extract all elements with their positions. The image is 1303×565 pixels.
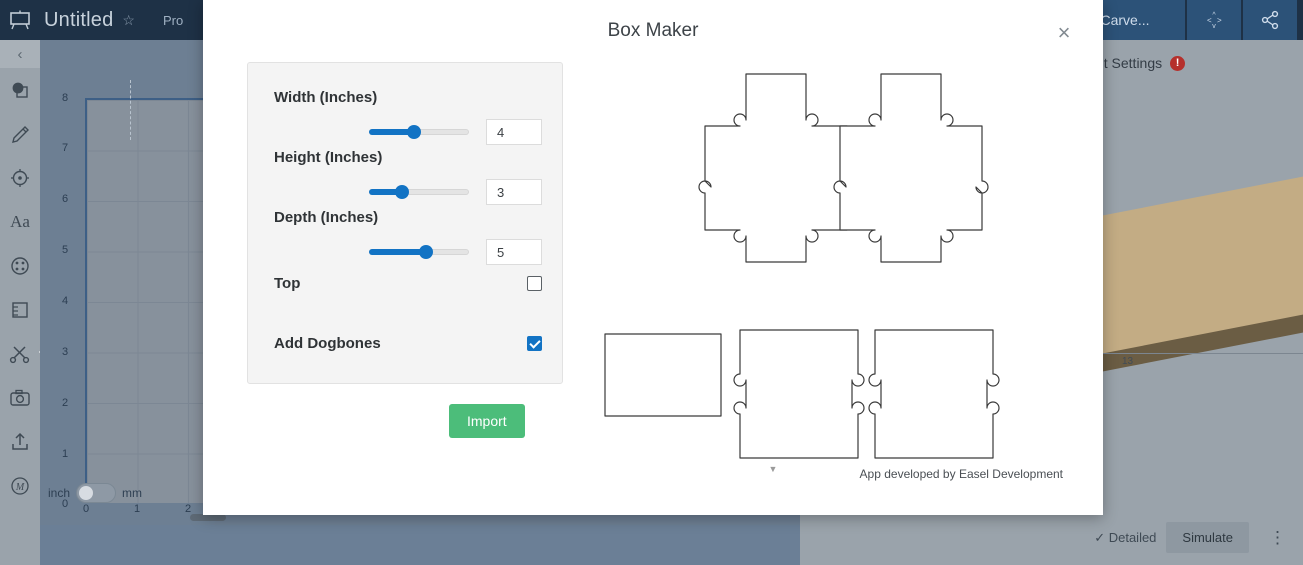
box-parts-preview bbox=[583, 62, 1083, 462]
i-panel-left bbox=[733, 329, 865, 459]
target-icon[interactable] bbox=[0, 156, 40, 200]
depth-slider[interactable] bbox=[369, 242, 469, 262]
vertical-ruler: 8 7 6 5 4 3 2 1 0 bbox=[40, 40, 80, 525]
ruler-icon[interactable] bbox=[0, 288, 40, 332]
alert-icon: ! bbox=[1170, 55, 1186, 71]
unit-switch[interactable] bbox=[76, 483, 117, 503]
app-credit: App developed by Easel Development bbox=[859, 467, 1063, 481]
share-icon[interactable] bbox=[1243, 0, 1297, 40]
collapse-rail-icon[interactable]: ‹ bbox=[0, 40, 40, 68]
width-input[interactable]: 4 bbox=[486, 119, 542, 145]
ruler-tick: 6 bbox=[62, 193, 69, 205]
import-upload-icon[interactable] bbox=[0, 420, 40, 464]
cut-settings-label: Cut Settings bbox=[1085, 55, 1163, 71]
preview-bottom-bar: ✓ Detailed Simulate ⋮ bbox=[800, 510, 1303, 565]
checkbox-row-dogbones[interactable]: Add Dogbones bbox=[274, 335, 542, 352]
plain-rectangle-panel bbox=[604, 333, 722, 417]
svg-text:v: v bbox=[1212, 23, 1216, 30]
shapes-icon[interactable] bbox=[0, 68, 40, 112]
scroll-down-icon[interactable]: ▼ bbox=[768, 464, 778, 474]
import-button[interactable]: Import bbox=[449, 404, 525, 438]
unit-label-mm: mm bbox=[122, 486, 143, 500]
settings-panel: Width (Inches) 4 Height (Inches) 3 bbox=[247, 62, 563, 384]
ruler-tick: 1 bbox=[134, 503, 141, 515]
checkbox-label: Top bbox=[274, 275, 301, 292]
detailed-toggle[interactable]: ✓ Detailed bbox=[1094, 530, 1156, 546]
cross-panel-right bbox=[833, 73, 989, 263]
checkbox-label: Add Dogbones bbox=[274, 335, 381, 352]
guide-line bbox=[130, 80, 131, 140]
top-checkbox[interactable] bbox=[527, 276, 542, 291]
svg-text:<: < bbox=[1207, 16, 1212, 25]
modal-title: Box Maker bbox=[607, 20, 699, 41]
ruler-tick: 7 bbox=[62, 142, 69, 154]
project-menu[interactable]: Pro bbox=[162, 12, 184, 28]
field-width: Width (Inches) 4 bbox=[274, 89, 542, 145]
material-board bbox=[1100, 173, 1303, 372]
field-label: Width (Inches) bbox=[274, 89, 378, 106]
field-label: Depth (Inches) bbox=[274, 209, 379, 226]
height-slider[interactable] bbox=[369, 182, 469, 202]
field-height: Height (Inches) 3 bbox=[274, 149, 542, 205]
ruler-tick: 1 bbox=[62, 448, 69, 460]
checkbox-row-top[interactable]: Top bbox=[274, 275, 542, 292]
ruler-tick: 8 bbox=[62, 92, 69, 104]
field-label: Height (Inches) bbox=[274, 149, 383, 166]
svg-text:^: ^ bbox=[1212, 12, 1216, 19]
easel-logo-icon[interactable] bbox=[0, 0, 40, 40]
box-maker-modal: Box Maker × Width (Inches) 4 Height (Inc… bbox=[203, 0, 1103, 515]
width-slider[interactable] bbox=[369, 122, 469, 142]
camera-icon[interactable] bbox=[0, 376, 40, 420]
star-icon[interactable]: ☆ bbox=[122, 11, 135, 28]
machine-icon[interactable]: M bbox=[0, 464, 40, 508]
depth-input[interactable]: 5 bbox=[486, 239, 542, 265]
switch-knob bbox=[79, 486, 94, 500]
add-dogbones-checkbox[interactable] bbox=[527, 336, 542, 351]
slider-thumb[interactable] bbox=[419, 245, 433, 259]
cut-settings-tab[interactable]: Cut Settings ! bbox=[968, 40, 1303, 86]
slider-fill bbox=[369, 189, 402, 195]
pen-tool-icon[interactable] bbox=[0, 112, 40, 156]
svg-text:M: M bbox=[15, 482, 25, 493]
check-icon: ✓ bbox=[1094, 529, 1106, 545]
apps-scissors-icon[interactable] bbox=[0, 332, 40, 376]
slider-thumb[interactable] bbox=[395, 185, 409, 199]
svg-text:>: > bbox=[1217, 16, 1222, 25]
ruler-tick: 0 bbox=[62, 498, 69, 510]
slider-thumb[interactable] bbox=[407, 125, 421, 139]
fullscreen-icon[interactable]: ^ < > v bbox=[1187, 0, 1241, 40]
ruler-tick: 4 bbox=[62, 295, 69, 307]
unit-toggle[interactable]: inch mm bbox=[48, 483, 142, 503]
i-panel-right bbox=[868, 329, 1000, 459]
left-tool-rail: ‹ Aa bbox=[0, 40, 40, 565]
height-input[interactable]: 3 bbox=[486, 179, 542, 205]
field-depth: Depth (Inches) 5 bbox=[274, 209, 542, 265]
document-title[interactable]: Untitled bbox=[44, 8, 114, 31]
more-options-icon[interactable]: ⋮ bbox=[1269, 527, 1287, 547]
ruler-tick: 5 bbox=[62, 244, 69, 256]
unit-label-inch: inch bbox=[48, 486, 71, 500]
ruler-tick: 2 bbox=[62, 397, 69, 409]
close-icon[interactable]: × bbox=[1057, 20, 1071, 45]
slider-fill bbox=[369, 249, 426, 255]
detailed-label: Detailed bbox=[1108, 529, 1157, 545]
palette-icon[interactable] bbox=[0, 244, 40, 288]
cross-panel-left bbox=[698, 73, 854, 263]
ruler-tick: 3 bbox=[62, 346, 69, 358]
ruler-tick: 13 bbox=[1122, 356, 1134, 367]
ruler-tick: 0 bbox=[83, 503, 90, 515]
slider-fill bbox=[369, 129, 414, 135]
ruler-tick: 2 bbox=[185, 503, 192, 515]
horizontal-scrollbar[interactable] bbox=[190, 514, 226, 521]
simulate-button[interactable]: Simulate bbox=[1166, 522, 1249, 553]
text-tool-icon[interactable]: Aa bbox=[10, 212, 30, 231]
